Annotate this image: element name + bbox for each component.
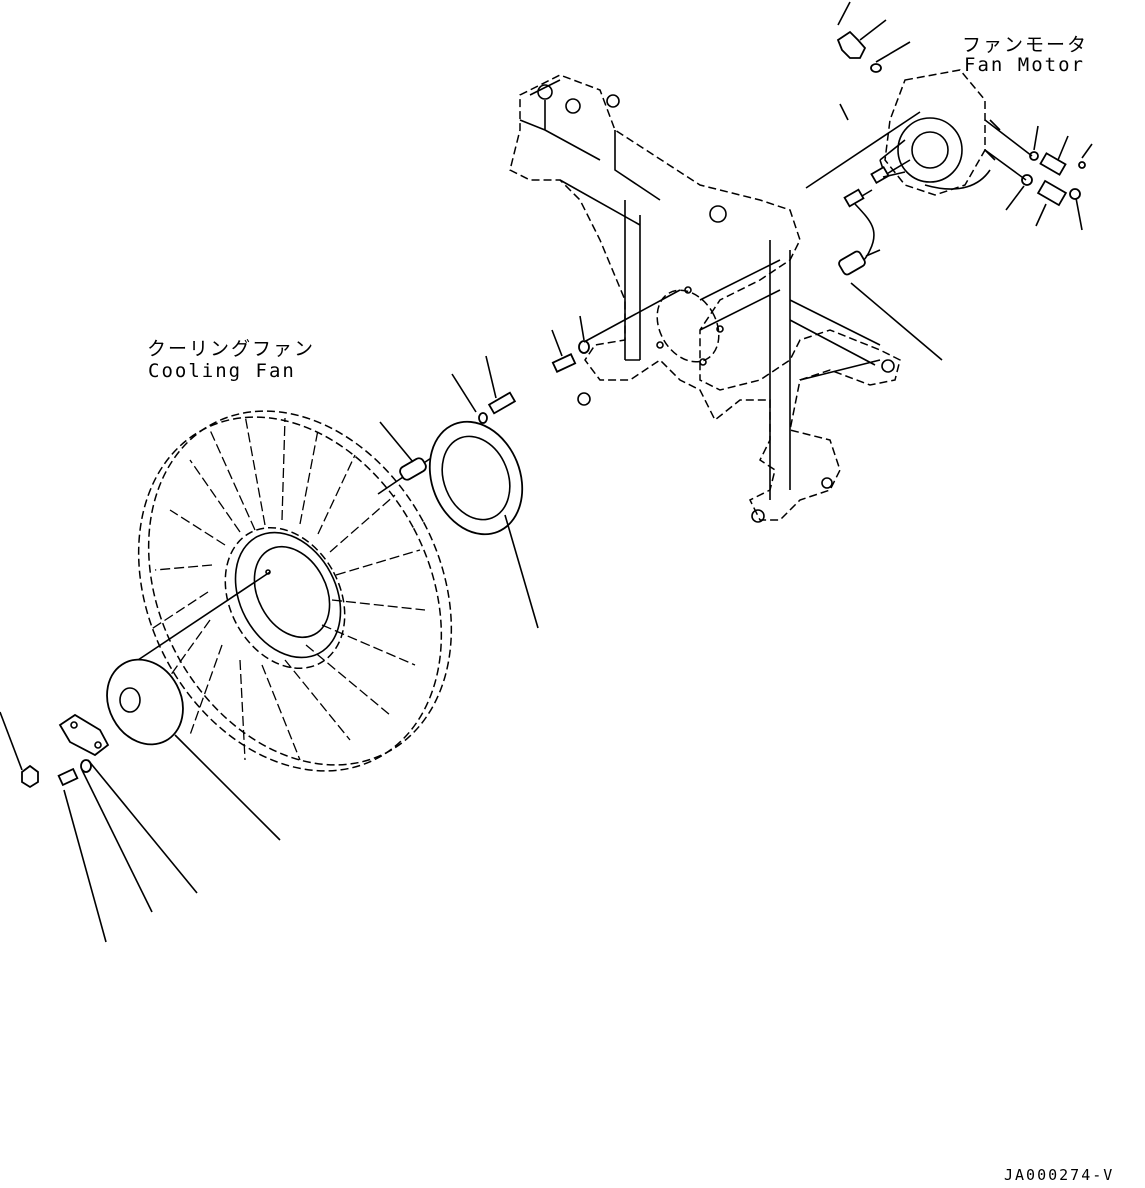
cooling-fan-label-en: Cooling Fan (148, 360, 296, 382)
motor-to-frame-line (805, 111, 921, 189)
drawing-code: JA000274-V (1004, 1166, 1115, 1184)
speed-sensor (838, 165, 906, 276)
leader-lines-fan (0, 355, 539, 943)
motor-fittings (836, 30, 1086, 207)
cooling-fan-label-jp: クーリングファン (147, 338, 316, 360)
fan-motor-label-jp: ファンモータ (962, 34, 1089, 56)
fan-motor-label-en: Fan Motor (964, 54, 1085, 76)
leader-lines-motor (837, 1, 1093, 361)
cooling-fan (137, 410, 453, 772)
bracket-bolts (551, 289, 681, 373)
fan-bracket-frame (509, 74, 901, 523)
fan-motor (879, 69, 1001, 196)
tone-wheel-ring (428, 391, 524, 536)
fan-hub-parts (21, 571, 271, 789)
